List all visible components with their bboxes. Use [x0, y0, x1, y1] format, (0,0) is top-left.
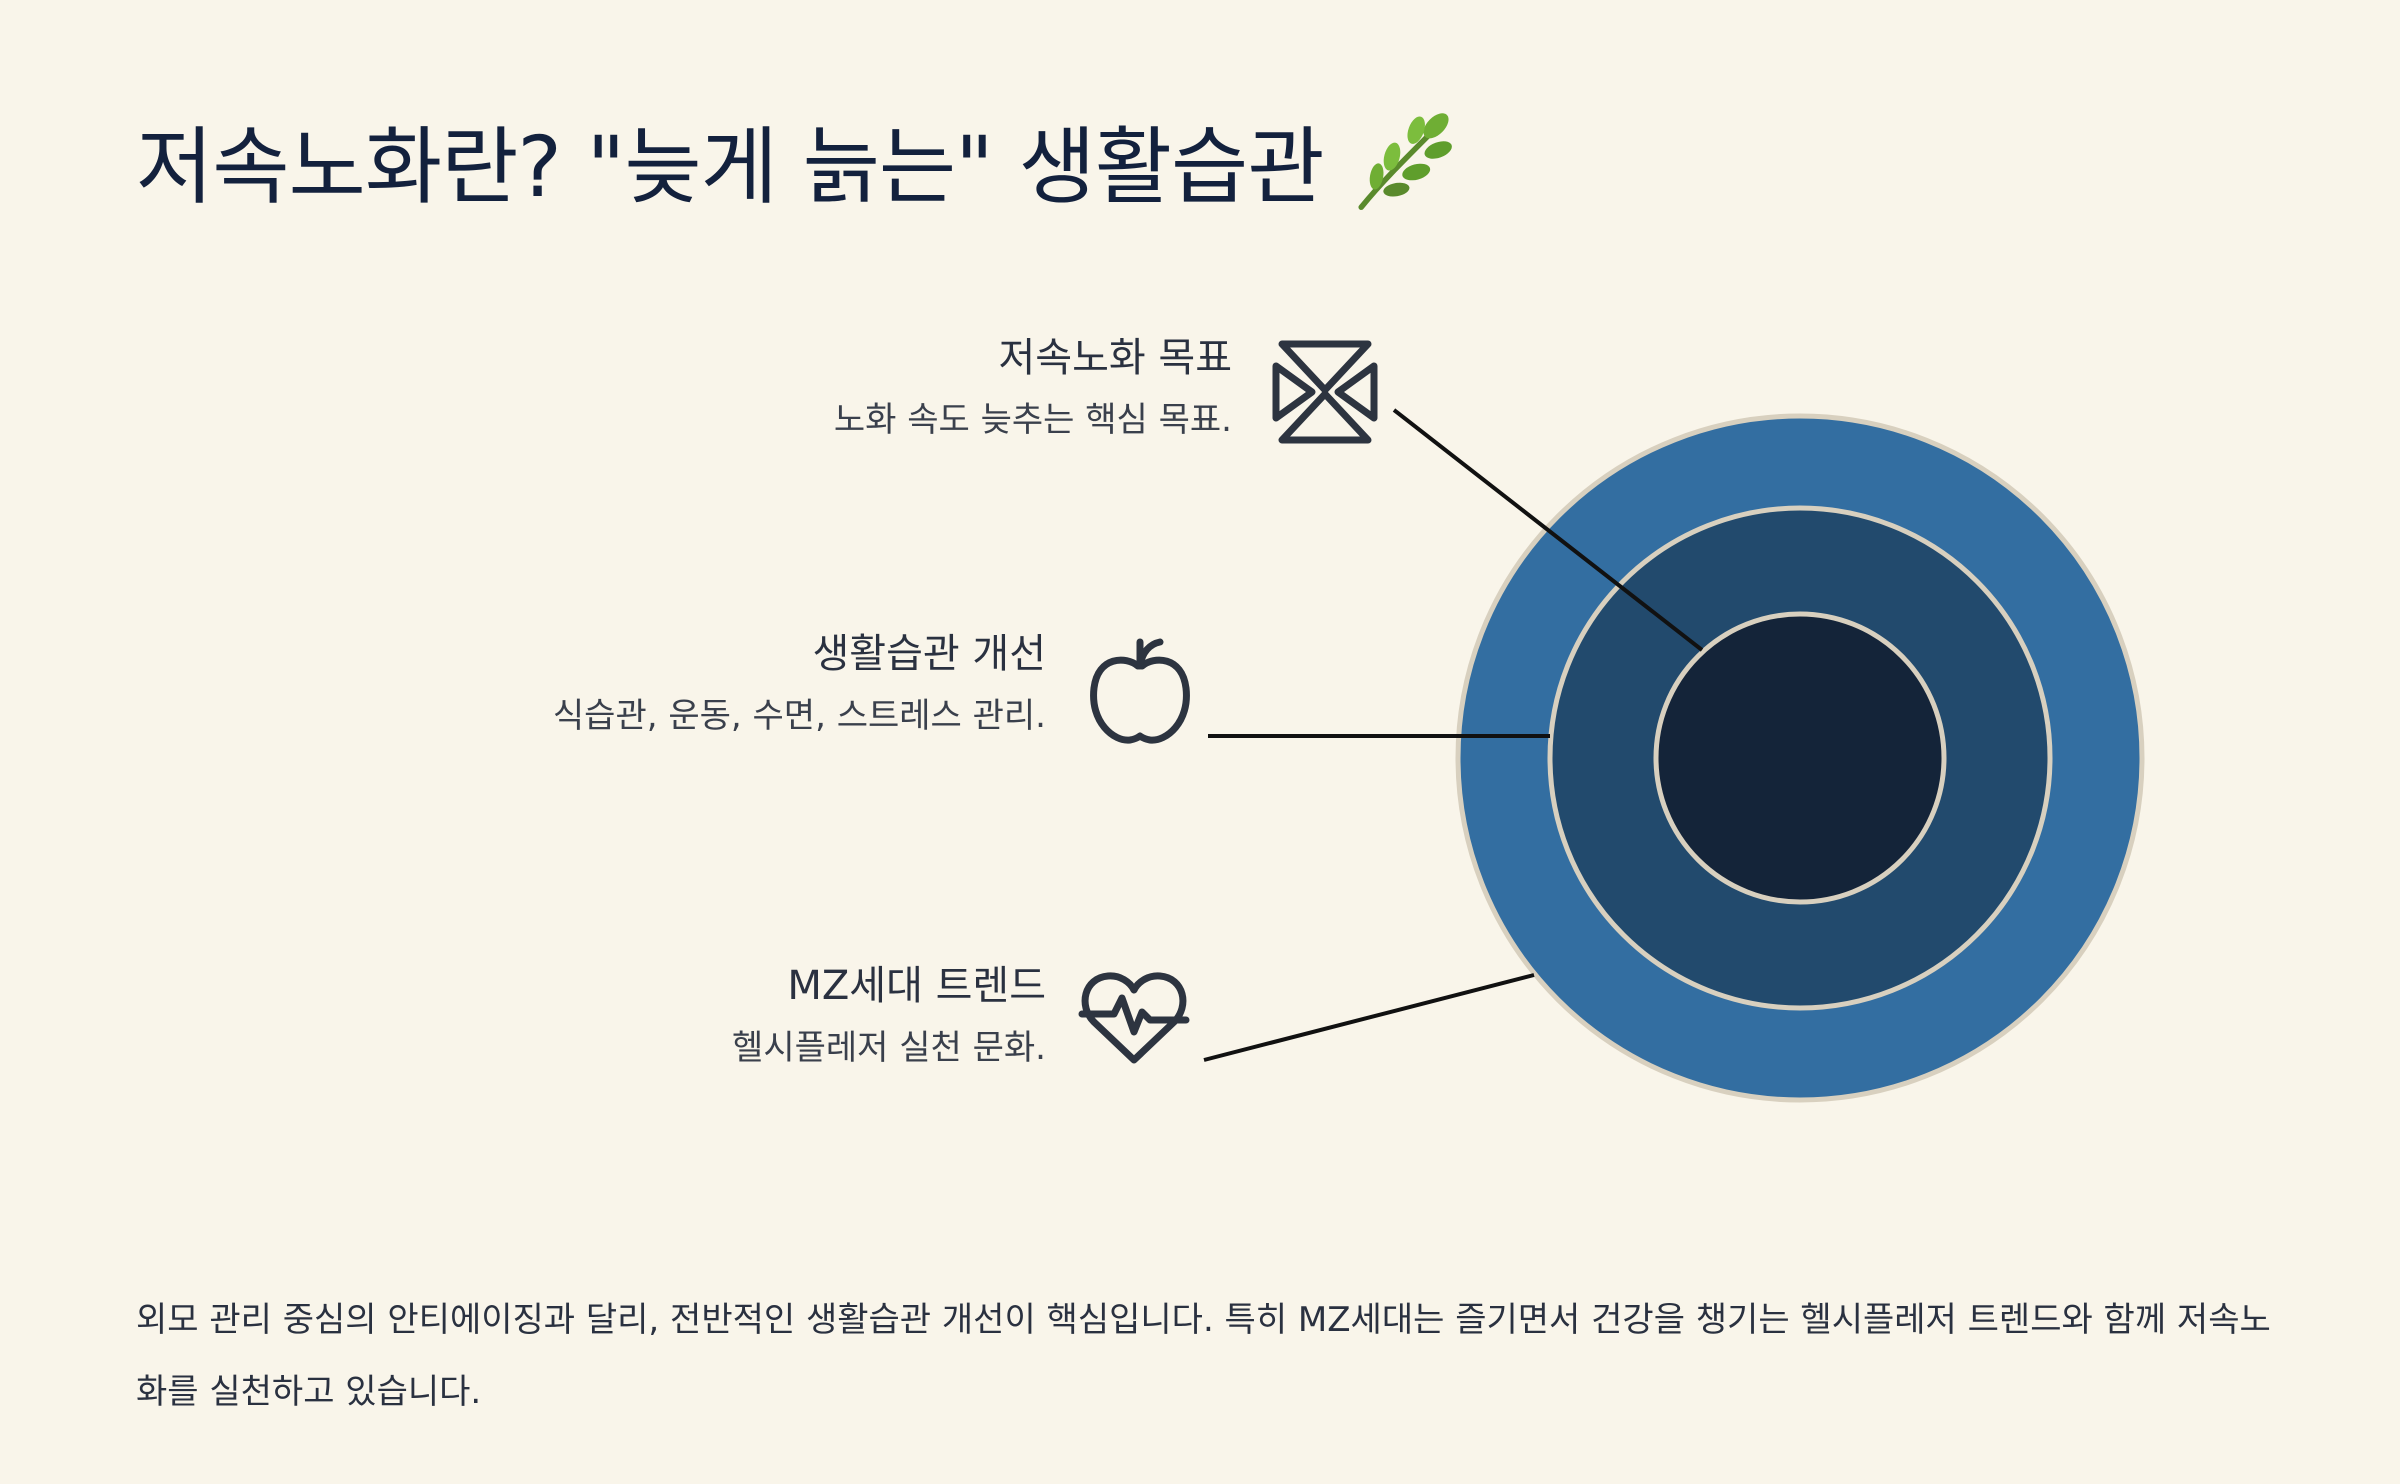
page-title-text: 저속노화란? "늦게 늙는" 생활습관 [136, 118, 1325, 216]
item-lifestyle-desc: 식습관, 운동, 수면, 스트레스 관리. [552, 696, 1046, 736]
item-mz-trend-desc: 헬시플레저 실천 문화. [732, 1028, 1046, 1068]
item-mz-trend: MZ세대 트렌드 헬시플레저 실천 문화. [732, 962, 1046, 1069]
item-goal-title: 저속노화 목표 [998, 335, 1232, 381]
item-lifestyle: 생활습관 개선 식습관, 운동, 수면, 스트레스 관리. [553, 630, 1046, 737]
apple-icon [1090, 638, 1190, 744]
hourglass-icon [1272, 340, 1378, 444]
item-mz-trend-title: MZ세대 트렌드 [787, 963, 1046, 1009]
connector-line-3 [1203, 973, 1535, 1062]
inner-core [1653, 611, 1947, 905]
connector-line-1 [1392, 408, 1704, 652]
item-goal: 저속노화 목표 노화 속도 늦추는 핵심 목표. [834, 334, 1232, 441]
page-title: 저속노화란? "늦게 늙는" 생활습관 [136, 100, 1458, 221]
heartbeat-icon [1078, 972, 1190, 1064]
footer-description: 외모 관리 중심의 안티에이징과 달리, 전반적인 생활습관 개선이 핵심입니다… [136, 1300, 2271, 1412]
herb-leaf-icon [1358, 112, 1452, 210]
item-goal-desc: 노화 속도 늦추는 핵심 목표. [833, 400, 1232, 440]
item-lifestyle-title: 생활습관 개선 [812, 631, 1046, 677]
